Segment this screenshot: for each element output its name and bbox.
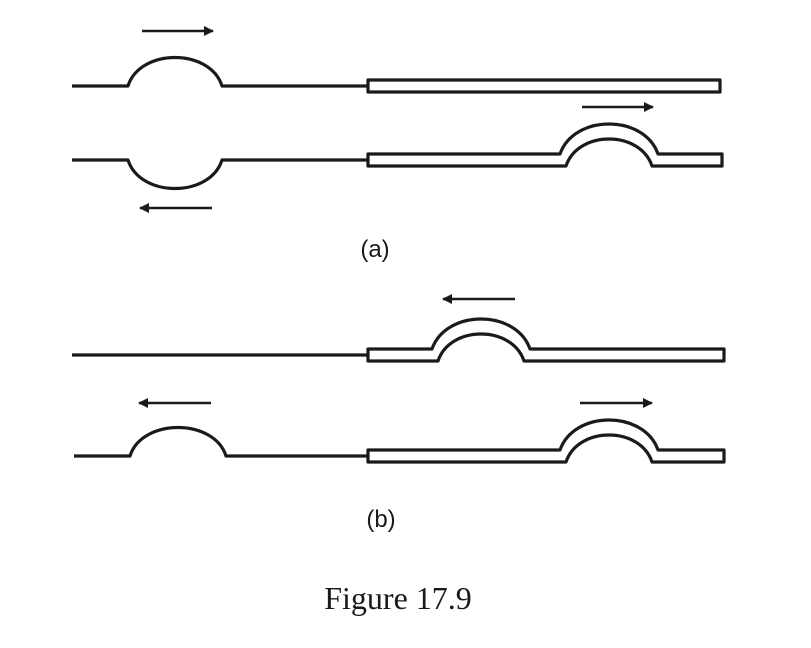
panel-a-row-2 xyxy=(72,102,724,213)
thin-string-downward-pulse xyxy=(72,158,368,190)
thick-rope xyxy=(366,78,722,94)
thin-string-transmitted-pulse xyxy=(74,426,368,458)
thick-rope-with-transmitted-pulse xyxy=(366,122,724,168)
panel-b-row-1 xyxy=(72,294,726,363)
panel-b-label: (b) xyxy=(366,506,395,533)
panel-b-row-2 xyxy=(74,398,726,464)
panel-a: (a) xyxy=(72,26,724,263)
figure-caption: Figure 17.9 xyxy=(324,580,472,616)
thick-rope-with-incident-pulse xyxy=(366,317,726,363)
thick-rope-with-reflected-pulse xyxy=(366,418,726,464)
panel-b: (b) xyxy=(72,294,726,533)
thin-string-upward-pulse xyxy=(72,56,368,88)
panel-a-label: (a) xyxy=(360,236,389,263)
panel-a-row-1 xyxy=(72,26,722,94)
